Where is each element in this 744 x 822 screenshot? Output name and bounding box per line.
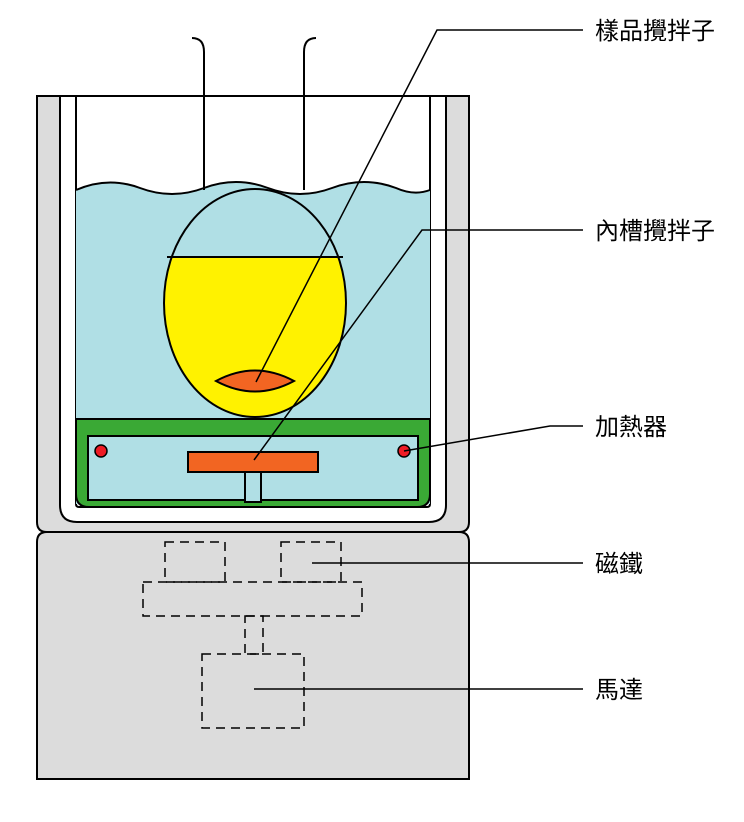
leader-sample-stirrer [255,29,583,383]
heater-element-left [94,444,108,458]
flask-neck-right [303,37,317,190]
leader-inner-stirrer [253,229,583,461]
label-magnet: 磁鐵 [595,550,643,578]
leader-heater [403,425,583,452]
motor-housing [201,653,305,729]
magnet-right [280,541,342,583]
label-inner-tank-stirrer: 內槽攪拌子 [595,217,715,245]
inner-tank-stirrer [187,451,319,503]
label-heater: 加熱器 [595,413,667,441]
magnet-assembly [142,541,363,655]
flask-neck-left [191,37,205,190]
label-group: 樣品攪拌子 內槽攪拌子 加熱器 磁鐵 馬達 [595,17,715,704]
label-sample-stirrer: 樣品攪拌子 [595,17,715,45]
sample-stirrer-bar [213,369,297,393]
base-unit [36,531,470,780]
water-surface [75,181,431,195]
magnet-left [164,541,226,583]
label-motor: 馬達 [595,676,643,704]
leader-lines [253,29,583,690]
